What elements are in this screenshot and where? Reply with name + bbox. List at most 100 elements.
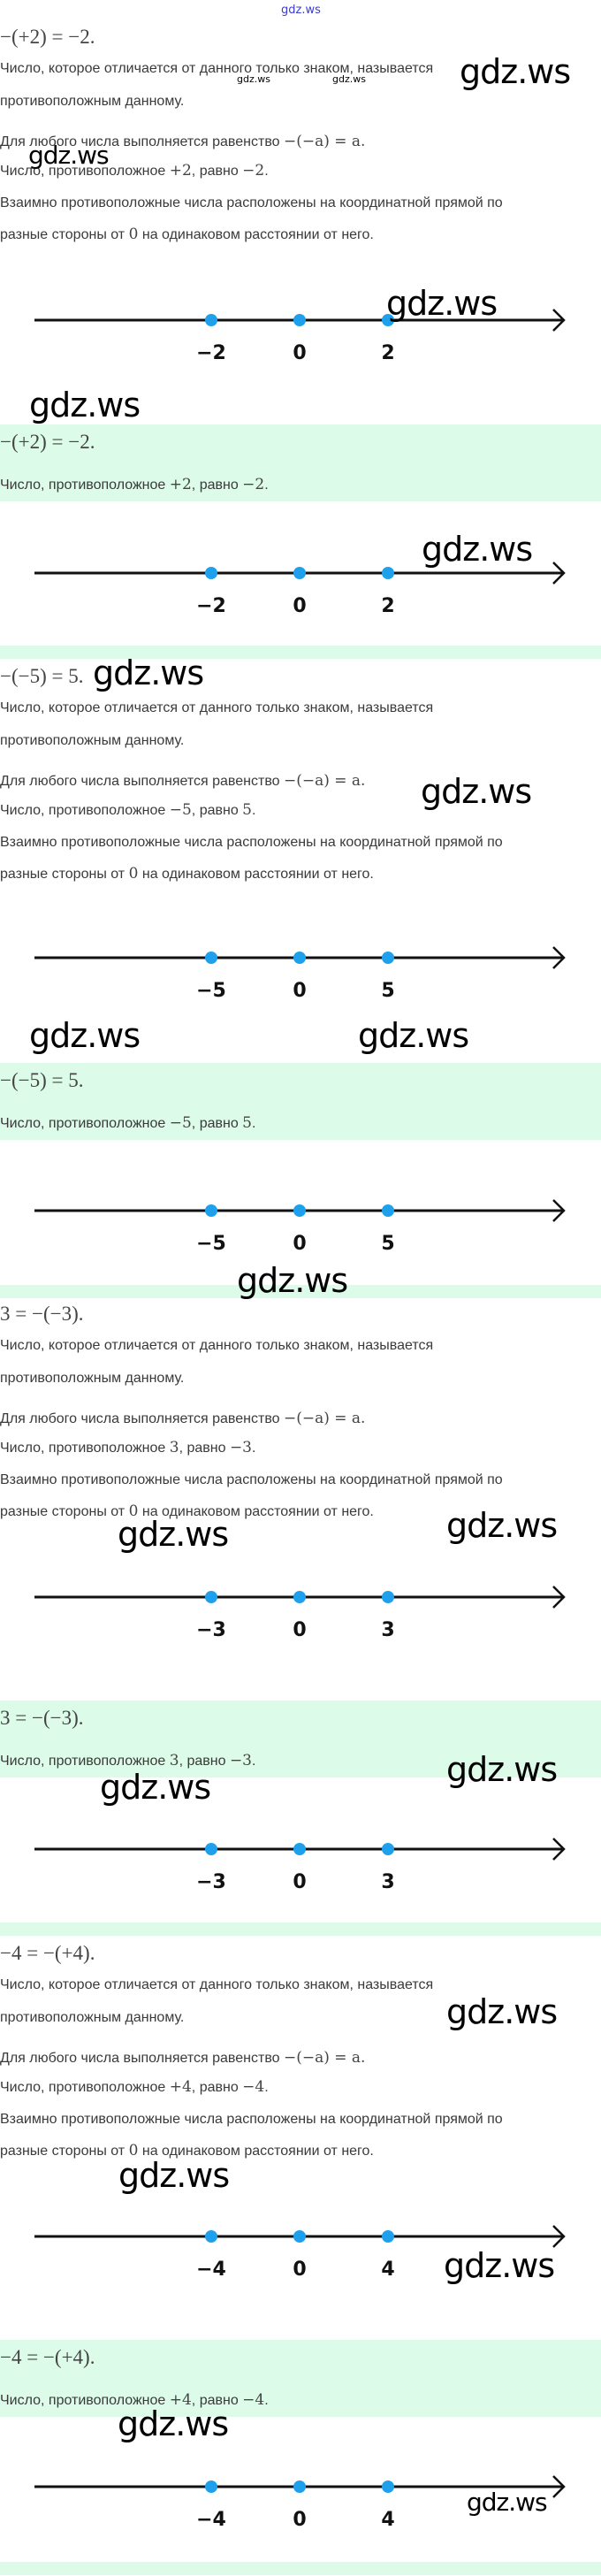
watermark: gdz.ws	[386, 284, 498, 323]
definition-line-2: противоположным данному.	[0, 94, 185, 109]
property-statement: Для любого числа выполняется равенство −…	[0, 772, 365, 791]
arrow-icon	[552, 2225, 566, 2248]
expression: −(−5) = 5.	[0, 665, 84, 687]
arrow-icon	[552, 1199, 566, 1222]
watermark: gdz.ws	[93, 654, 204, 692]
arrow-icon	[552, 562, 566, 585]
opposite-statement: Число, противоположное 3, равно −3.	[0, 1439, 255, 1457]
location-line-2: разные стороны от 0 на одинаковом рассто…	[0, 2142, 374, 2160]
expression: −4 = −(+4).	[0, 1942, 95, 1964]
opposite-equals-value: 5	[242, 801, 252, 819]
watermark: gdz.ws	[421, 772, 532, 811]
definition-line-2: противоположным данному.	[0, 2010, 185, 2025]
opposite-statement: Число, противоположное +2, равно −2.	[0, 476, 269, 494]
location-line-2: разные стороны от 0 на одинаковом рассто…	[0, 225, 374, 244]
property-statement: Для любого числа выполняется равенство −…	[0, 1410, 365, 1428]
definition-line-1: Число, которое отличается от данного тол…	[0, 700, 434, 715]
answer-band	[0, 424, 601, 501]
zero-math: 0	[128, 2142, 139, 2159]
point-marker	[382, 1204, 394, 1217]
arrow-icon	[552, 946, 566, 969]
opposite-middle: , равно	[191, 1116, 243, 1131]
point-label: −4	[196, 2259, 226, 2281]
point-label: 5	[381, 980, 394, 1002]
opposite-equals-value: −2	[242, 162, 265, 180]
opposite-middle: , равно	[191, 803, 243, 818]
location-prefix: разные стороны от	[0, 2144, 129, 2159]
point-marker	[205, 1591, 217, 1603]
opposite-prefix: Число, противоположное	[0, 1441, 170, 1456]
property-prefix: Для любого числа выполняется равенство	[0, 134, 284, 149]
point-label: −5	[196, 980, 226, 1002]
separator-band	[0, 2562, 601, 2575]
definition-line-1: Число, которое отличается от данного тол…	[0, 1338, 434, 1353]
point-marker	[382, 1591, 394, 1603]
point-marker	[205, 1204, 217, 1217]
point-marker	[205, 2480, 217, 2493]
zero-math: 0	[128, 225, 139, 243]
point-label: 0	[293, 2259, 306, 2281]
separator-band	[0, 1285, 601, 1298]
point-marker	[205, 952, 217, 964]
point-marker	[382, 567, 394, 579]
point-label: −2	[196, 595, 226, 617]
opposite-suffix: .	[252, 1116, 256, 1131]
opposite-middle: , равно	[191, 164, 243, 179]
watermark: gdz.ws	[446, 1750, 558, 1789]
watermark: gdz.ws	[422, 530, 533, 569]
separator-band	[0, 1922, 601, 1936]
watermark: gdz.ws	[118, 1515, 229, 1554]
definition-line-2: противоположным данному.	[0, 1371, 185, 1386]
watermark: gdz.ws	[29, 1016, 141, 1055]
answer-band	[0, 1701, 601, 1777]
opposite-suffix: .	[264, 478, 269, 493]
zero-math: 0	[128, 1502, 139, 1520]
point-marker	[205, 1843, 217, 1855]
definition-line-2: противоположным данному.	[0, 733, 185, 748]
location-line-2: разные стороны от 0 на одинаковом рассто…	[0, 1502, 374, 1521]
opposite-prefix: Число, противоположное	[0, 164, 170, 179]
opposite-statement: Число, противоположное +4, равно −4.	[0, 2391, 269, 2410]
watermark: gdz.ws	[446, 1506, 558, 1545]
location-prefix: разные стороны от	[0, 1504, 129, 1519]
answer-expression: 3 = −(−3).	[0, 1707, 84, 1729]
point-label: 2	[381, 595, 394, 617]
opposite-of-value: +2	[169, 476, 192, 493]
point-marker	[293, 1204, 306, 1217]
definition-line-1: Число, которое отличается от данного тол…	[0, 1977, 434, 1992]
point-marker	[382, 2480, 394, 2493]
location-suffix: на одинаковом расстоянии от него.	[138, 2144, 374, 2159]
answer-expression: −(+2) = −2.	[0, 431, 95, 453]
property-statement: Для любого числа выполняется равенство −…	[0, 133, 365, 151]
opposite-middle: , равно	[179, 1441, 230, 1456]
location-line-2: разные стороны от 0 на одинаковом рассто…	[0, 865, 374, 883]
opposite-prefix: Число, противоположное	[0, 2080, 170, 2095]
point-label: −2	[196, 342, 226, 364]
location-suffix: на одинаковом расстоянии от него.	[138, 867, 374, 882]
opposite-equals-value: 5	[242, 1114, 252, 1132]
opposite-of-value: +4	[169, 2078, 192, 2096]
opposite-suffix: .	[252, 1754, 256, 1769]
point-label: 0	[293, 1233, 306, 1255]
point-label: 4	[381, 2509, 394, 2531]
point-marker	[205, 314, 217, 326]
location-suffix: на одинаковом расстоянии от него.	[138, 227, 374, 242]
opposite-suffix: .	[264, 2080, 269, 2095]
property-prefix: Для любого числа выполняется равенство	[0, 1411, 284, 1426]
point-label: 0	[293, 595, 306, 617]
point-marker	[293, 952, 306, 964]
watermark: gdz.ws	[332, 73, 366, 85]
opposite-prefix: Число, противоположное	[0, 803, 170, 818]
watermark: gdz.ws	[118, 2404, 229, 2443]
point-label: 0	[293, 342, 306, 364]
opposite-equals-value: −4	[242, 2391, 265, 2409]
opposite-statement: Число, противоположное +2, равно −2.	[0, 162, 269, 180]
point-label: 4	[381, 2259, 394, 2281]
watermark: gdz.ws	[358, 1016, 469, 1055]
answer-expression: −4 = −(+4).	[0, 2346, 95, 2368]
point-label: 2	[381, 342, 394, 364]
opposite-of-value: 3	[169, 1439, 179, 1456]
opposite-suffix: .	[264, 2393, 269, 2408]
opposite-equals-value: −2	[242, 476, 265, 493]
